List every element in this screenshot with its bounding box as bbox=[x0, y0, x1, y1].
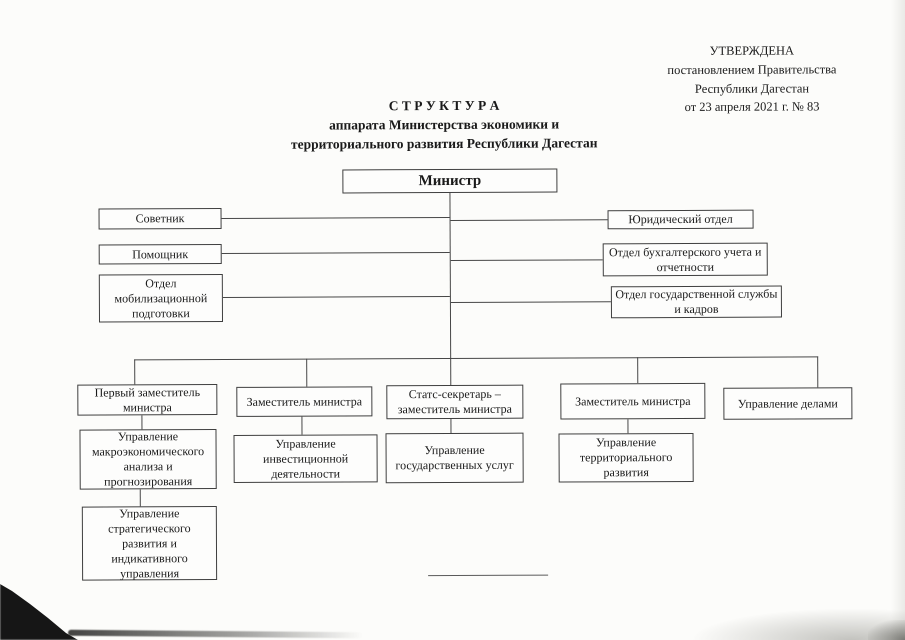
connector-strategic bbox=[139, 489, 141, 507]
scan-right-edge-shade bbox=[891, 0, 905, 640]
box-strategic-dept: Управление стратегического развития и ин… bbox=[81, 506, 218, 581]
approval-line: от 23 апреля 2021 г. № 83 bbox=[684, 99, 820, 115]
connector-drop-state-secretary bbox=[450, 357, 452, 385]
box-state-services-dept: Управление государственных услуг bbox=[385, 432, 524, 484]
connector-investment bbox=[301, 416, 303, 435]
box-administration: Управление делами bbox=[723, 387, 853, 420]
connector-civil-service-dept bbox=[450, 301, 611, 303]
connector-drop-deputy-2 bbox=[306, 358, 308, 387]
approval-line: постановлением Правительства bbox=[667, 62, 837, 77]
scan-bottom-right-corner-shade bbox=[868, 620, 905, 640]
box-investment-dept: Управление инвестиционной деятельности bbox=[233, 434, 378, 483]
footer-rule bbox=[428, 574, 549, 577]
connector-drop-first-deputy bbox=[134, 359, 136, 385]
connector-advisor bbox=[221, 217, 450, 219]
connector-drop-administration bbox=[817, 356, 819, 388]
connector-assistant bbox=[221, 252, 450, 254]
connector-mobilization-dept bbox=[222, 296, 450, 298]
connector-territorial bbox=[627, 419, 629, 434]
approval-line: Республики Дагестан bbox=[694, 80, 810, 96]
box-accounting-dept: Отдел бухгалтерского учета и отчетности bbox=[602, 242, 768, 277]
connector-deputies-bus bbox=[134, 356, 819, 361]
box-deputy-minister-4: Заместитель министра bbox=[560, 382, 706, 420]
box-first-deputy-minister: Первый заместитель министра bbox=[77, 384, 218, 416]
connector-legal-dept bbox=[450, 219, 608, 221]
connector-state-services bbox=[450, 418, 452, 433]
document-title: С Т Р У К Т У Р А аппарата Министерства … bbox=[239, 96, 649, 154]
box-state-secretary: Статс-секретарь – заместитель министра bbox=[386, 384, 524, 420]
title-line: аппарата Министерства экономики и bbox=[329, 116, 560, 133]
title-line: территориального развития Республики Даг… bbox=[290, 135, 598, 152]
approval-line: УТВЕРЖДЕНА bbox=[709, 43, 795, 58]
approval-stamp-block: УТВЕРЖДЕНА постановлением Правительства … bbox=[627, 41, 877, 117]
title-line: С Т Р У К Т У Р А bbox=[388, 97, 500, 114]
connector-macro-analysis bbox=[141, 415, 143, 430]
box-deputy-minister-2: Заместитель министра bbox=[236, 386, 373, 417]
box-territorial-dept: Управление территориального развития bbox=[558, 432, 694, 483]
box-minister: Министр bbox=[342, 168, 558, 194]
connector-drop-deputy-4 bbox=[637, 357, 639, 384]
connector-trunk bbox=[449, 192, 452, 358]
box-mobilization-dept: Отдел мобилизационной подготовки bbox=[98, 273, 224, 323]
box-legal-dept: Юридический отдел bbox=[607, 209, 754, 230]
box-macro-analysis-dept: Управление макроэкономического анализа и… bbox=[79, 429, 217, 490]
box-advisor: Советник bbox=[98, 207, 222, 230]
box-civil-service-dept: Отдел государственной службы и кадров bbox=[610, 285, 782, 319]
connector-accounting-dept bbox=[450, 259, 603, 261]
box-assistant: Помощник bbox=[98, 243, 222, 265]
